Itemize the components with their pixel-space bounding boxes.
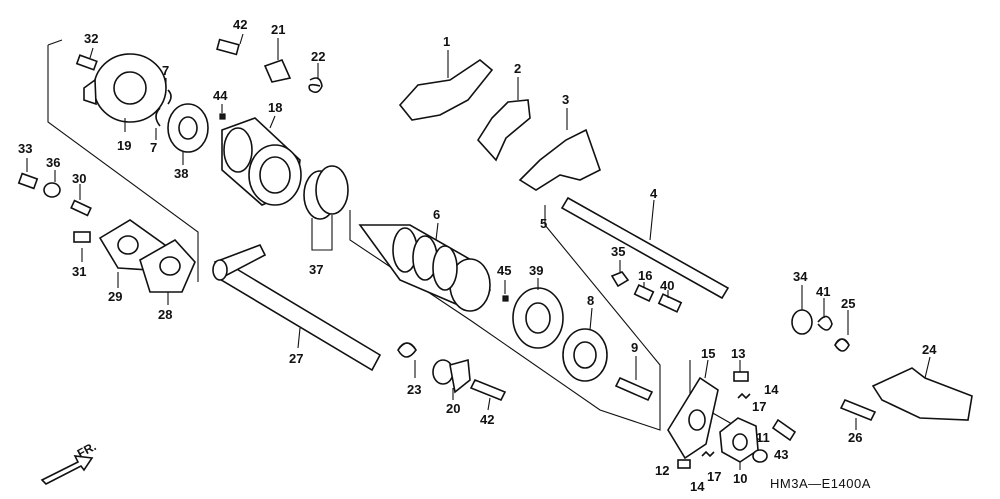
callout-43: 43 [774,447,788,462]
callout-8: 8 [587,293,594,308]
callout-36: 36 [46,155,60,170]
part-20-shift-arm [432,358,471,400]
part-34-washer [791,285,813,335]
part-37-needle-bearings [303,165,349,251]
part-1-shift-fork [398,50,494,121]
part-25-spring [834,310,850,352]
part-15-plate [667,359,719,460]
callout-11: 11 [756,430,770,445]
callout-18: 18 [268,100,282,115]
part-35-16-40-small-parts [610,260,683,313]
callout-21: 21 [271,22,285,37]
part-9-bolt [614,356,654,402]
callout-17a: 17 [752,399,766,414]
part-45-pin [502,280,509,302]
callout-7b: 7 [150,140,157,155]
callout-30: 30 [72,171,86,186]
part-19-bearing-holder [83,53,167,132]
callout-3: 3 [562,92,569,107]
part-12-pawl [677,459,691,469]
callout-45: 45 [497,263,511,278]
callout-35: 35 [611,244,625,259]
callout-9: 9 [631,340,638,355]
callout-28: 28 [158,307,172,322]
part-43-bolt [771,418,797,442]
part-39-bearing [512,278,564,349]
callout-29: 29 [108,289,122,304]
callout-42a: 42 [233,17,247,32]
front-direction-arrow [40,455,94,485]
callout-2: 2 [514,61,521,76]
part-38-bearing [167,103,209,165]
part-18-shift-drum-cam [221,115,302,206]
part-32-bolt [75,47,98,71]
callout-40: 40 [660,278,674,293]
callout-23: 23 [407,382,421,397]
callout-22: 22 [311,49,325,64]
callout-14b: 14 [690,479,705,494]
part-13-pawl [733,360,749,382]
part-7-circlips [155,78,172,140]
callout-31: 31 [72,264,86,279]
part-41-circlip [817,298,833,331]
part-8-drum-center [562,307,608,382]
callout-34: 34 [793,269,808,284]
part-11-nut [752,449,768,463]
part-4-fork-shaft [560,196,730,300]
part-21-22-42-44-small-parts [216,33,323,120]
callout-24: 24 [922,342,937,357]
callout-1: 1 [443,34,450,49]
callout-13: 13 [731,346,745,361]
callout-14a: 14 [764,382,779,397]
callout-38: 38 [174,166,188,181]
callout-42b: 42 [480,412,494,427]
callout-20: 20 [446,401,460,416]
callout-33: 33 [18,141,32,156]
part-14-17-springs [701,392,751,458]
callout-44: 44 [213,88,228,103]
callout-25: 25 [841,296,855,311]
callout-19: 19 [117,138,131,153]
callout-17b: 17 [707,469,721,484]
part-33-36-30-fasteners [17,158,92,217]
part-28-29-31-stopper-plates [73,219,196,305]
callout-39: 39 [529,263,543,278]
callout-7a: 7 [162,63,169,78]
callout-labels: 1 2 3 4 5 6 7 7 8 9 10 11 12 13 14 14 15… [18,17,937,494]
callout-41: 41 [816,284,830,299]
part-3-shift-fork [518,108,601,191]
callout-6: 6 [433,207,440,222]
part-23-return-spring [397,342,417,378]
diagram-code: HM3A—E1400A [770,476,871,491]
callout-16: 16 [638,268,652,283]
part-26-bolt [839,398,877,430]
callout-12: 12 [655,463,669,478]
part-42-bolt [469,378,507,411]
part-27-gearshift-spindle [212,243,382,372]
callout-26: 26 [848,430,862,445]
callout-37: 37 [309,262,323,277]
callout-32: 32 [84,31,98,46]
callout-10: 10 [733,471,747,486]
part-2-shift-fork [476,77,531,162]
callout-27: 27 [289,351,303,366]
callout-15: 15 [701,346,715,361]
part-6-shift-drum [358,222,491,312]
part-24-shift-shaft [871,356,973,421]
callout-5: 5 [540,216,547,231]
callout-4: 4 [650,186,658,201]
part-10-ratchet-assembly [719,417,759,470]
